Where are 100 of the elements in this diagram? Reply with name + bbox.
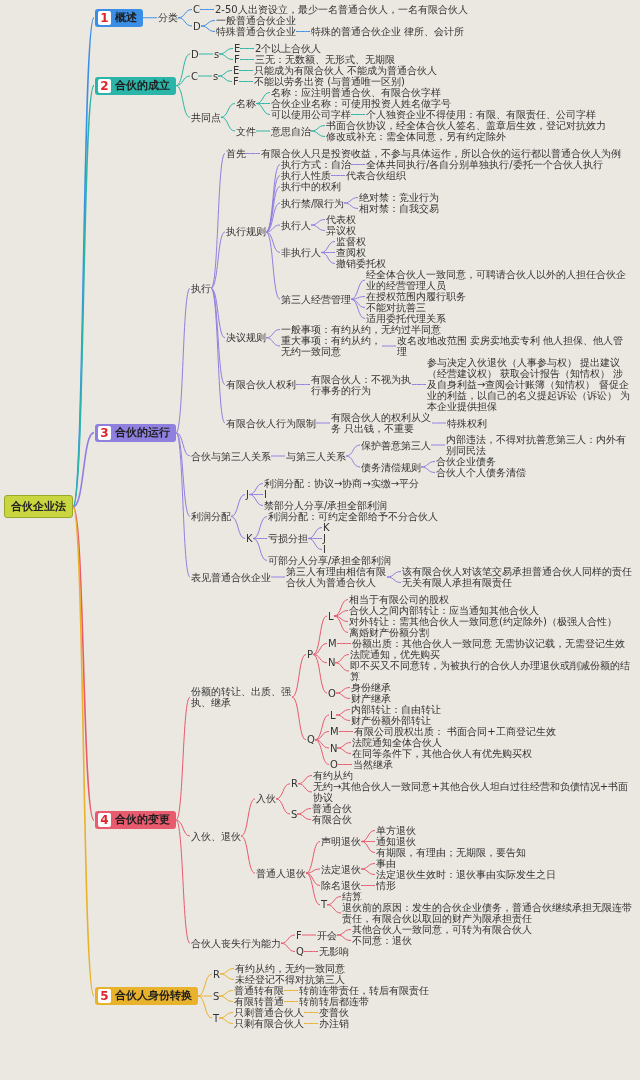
topic-text: 即不买又不同意转，为被执行的合伙人办理退伙或削减份额的结算 bbox=[350, 660, 632, 682]
topic-text: 执行规则 bbox=[226, 226, 266, 238]
branch-line bbox=[210, 231, 226, 289]
topic-text: 撤销委托权 bbox=[336, 258, 386, 269]
topic-text: 相当于有限公司的股权 bbox=[349, 594, 449, 605]
branch-line bbox=[210, 287, 226, 424]
branch-line bbox=[280, 942, 296, 952]
branch-line bbox=[310, 224, 326, 231]
branch-line bbox=[312, 643, 328, 655]
branch-line bbox=[350, 279, 366, 300]
branch-line bbox=[291, 696, 307, 741]
topic-text: 合伙企业名称：可使用投资人姓名做字号 bbox=[271, 98, 451, 109]
topic-text: 入伙 bbox=[256, 793, 276, 805]
topic-text: L bbox=[330, 709, 336, 721]
topic-text: Q bbox=[307, 734, 315, 746]
section-number: 3 bbox=[98, 425, 111, 440]
branch-line bbox=[343, 197, 359, 204]
branch-line bbox=[295, 31, 311, 32]
topic-text: 重大事项：有约从约，无约一致同意 bbox=[281, 335, 382, 357]
topic-text: 该有限合伙人对该笔交易承担普通合伙人同样的责任 bbox=[402, 566, 632, 577]
topic-text: 法定退伙 bbox=[321, 863, 361, 875]
topic-text: 未经登记不得对抗第三人 bbox=[235, 974, 345, 985]
topic-text: 合伙人个人债务清偿 bbox=[436, 467, 526, 478]
branch-line bbox=[265, 164, 281, 233]
branch-line bbox=[255, 92, 271, 104]
branch-line bbox=[218, 53, 234, 60]
topic-text: 不能以劳务出资 (与普通唯一区别) bbox=[254, 76, 405, 87]
topic-text: 利润分配：协议→协商→实缴→平分 bbox=[264, 478, 420, 489]
branch-line bbox=[219, 973, 235, 980]
branch-line bbox=[175, 85, 191, 118]
topic-text: J bbox=[323, 533, 326, 544]
section-box bbox=[95, 76, 176, 95]
topic-text: 执行禁/限行为 bbox=[281, 197, 345, 209]
topic-text: 2-50人出资设立，最少一名普通合伙人，一名有限合伙人 bbox=[215, 4, 468, 15]
topic-text: 只能成为有限合伙人 不能成为普通合伙人 bbox=[254, 65, 438, 76]
branch-line bbox=[200, 20, 216, 27]
topic-text: 变普伙 bbox=[319, 1007, 349, 1018]
topic-text: F bbox=[233, 76, 239, 87]
topic-text: 转前转后都连带 bbox=[299, 996, 369, 1007]
branch-line bbox=[283, 1001, 299, 1002]
branch-line bbox=[177, 17, 193, 27]
branch-line bbox=[320, 252, 336, 264]
topic-text: 文件 bbox=[236, 125, 256, 137]
topic-text: 合伙人丧失行为能力 bbox=[191, 937, 281, 949]
branch-line bbox=[217, 70, 233, 77]
branch-line bbox=[303, 951, 319, 952]
topic-text: 可以使用公司字样 bbox=[271, 109, 351, 120]
topic-text: 经全体合伙人一致同意，可聘请合伙人以外的人担任合伙企业的经营管理人员 bbox=[366, 269, 632, 291]
topic-text: 事由 bbox=[376, 858, 396, 869]
branch-line bbox=[270, 455, 286, 457]
branch-line bbox=[430, 444, 446, 446]
branch-line bbox=[336, 934, 352, 941]
topic-text: 相对禁：自我交易 bbox=[359, 203, 439, 214]
branch-line bbox=[220, 103, 236, 118]
branch-line bbox=[245, 153, 261, 154]
branch-line bbox=[197, 995, 213, 997]
branch-line bbox=[230, 494, 246, 517]
branch-line bbox=[265, 329, 281, 339]
topic-text: 特殊普通合伙企业 bbox=[216, 26, 296, 37]
section-number: 2 bbox=[98, 78, 111, 93]
topic-text: 通知退伙 bbox=[376, 836, 416, 847]
topic-text: s bbox=[213, 70, 219, 82]
topic-text: 特殊权利 bbox=[447, 417, 487, 429]
branch-line bbox=[335, 692, 351, 699]
topic-text: 不能对抗善三 bbox=[366, 302, 426, 313]
topic-text: C bbox=[193, 4, 200, 15]
branch-line bbox=[303, 1012, 319, 1013]
branch-line bbox=[220, 116, 236, 132]
topic-text: 离婚财产份额分割 bbox=[349, 627, 429, 638]
topic-text: C bbox=[191, 70, 198, 82]
topic-text: 分类 bbox=[158, 12, 178, 24]
branch-line bbox=[305, 872, 321, 906]
branch-line bbox=[197, 973, 213, 997]
topic-text: 对外转让：需其他合伙人一致同意(约定除外)（极强人合性） bbox=[349, 616, 617, 627]
branch-line bbox=[345, 444, 361, 457]
topic-text: 执行 bbox=[191, 282, 211, 294]
topic-text: 适用委托代理关系 bbox=[366, 313, 446, 324]
topic-text: 在授权范围内履行职务 bbox=[366, 291, 466, 302]
branch-line bbox=[265, 224, 281, 233]
topic-text: 法定退伙生效时：退伙事由实际发生之日 bbox=[376, 869, 556, 880]
topic-text: 普通人退伙 bbox=[256, 867, 306, 879]
branch-line bbox=[238, 81, 254, 82]
topic-text: 首先 bbox=[226, 148, 246, 159]
branch-line bbox=[275, 783, 291, 800]
topic-text: 执行人性质 bbox=[281, 170, 331, 181]
branch-line bbox=[218, 990, 234, 997]
topic-text: 意思自治 bbox=[271, 125, 311, 137]
topic-text: M bbox=[330, 726, 339, 737]
branch-line bbox=[280, 934, 296, 944]
topic-text: 绝对禁：竞业行为 bbox=[359, 192, 439, 203]
branch-line bbox=[336, 742, 352, 749]
branch-line bbox=[248, 483, 264, 495]
branch-line bbox=[338, 731, 354, 732]
branch-line bbox=[238, 70, 254, 71]
topic-text: 第三人有理由相信有限合伙人为普通合伙人 bbox=[286, 566, 387, 588]
topic-text: 单方退伙 bbox=[376, 825, 416, 836]
branch-line bbox=[386, 571, 402, 578]
topic-text: R bbox=[213, 968, 220, 980]
section-box bbox=[95, 811, 176, 830]
topic-text: 其他合伙人一致同意，可转为有限合伙人 bbox=[352, 924, 532, 935]
